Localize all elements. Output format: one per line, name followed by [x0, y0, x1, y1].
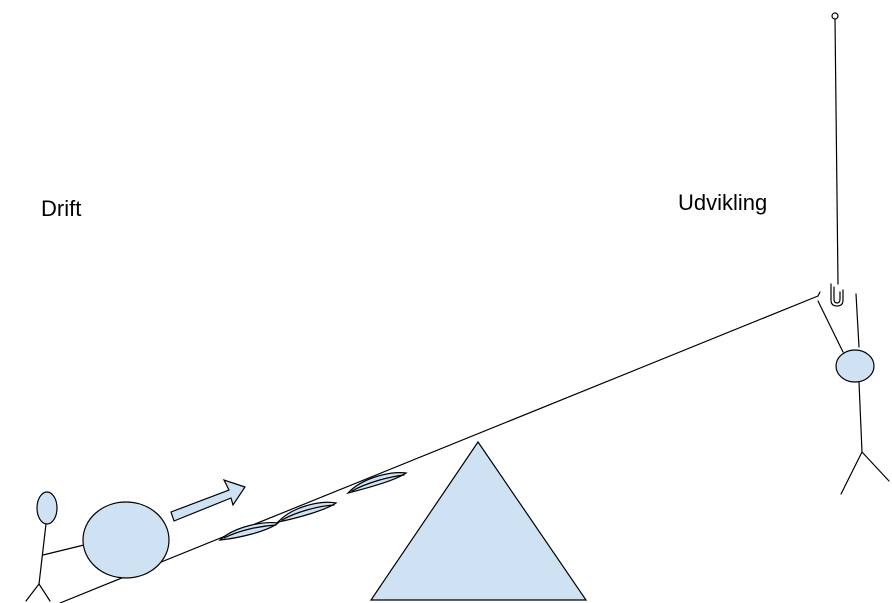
- pebble-line: [223, 524, 277, 539]
- right-figure-arm-right: [855, 293, 860, 348]
- pebbles: [218, 472, 408, 541]
- left-stick-figure: [25, 491, 85, 602]
- boulder: [82, 501, 170, 579]
- pebble: [218, 522, 280, 541]
- label-udvikling: Udvikling: [678, 190, 768, 215]
- right-figure-body: [858, 381, 863, 453]
- pebble: [276, 501, 338, 523]
- pebble-line: [281, 504, 335, 521]
- right-figure-head: [835, 349, 875, 383]
- left-figure-leg-right: [38, 583, 51, 602]
- pebble-line: [351, 474, 405, 492]
- hook-loop: [830, 283, 844, 307]
- fulcrum-triangle: [369, 440, 588, 601]
- right-figure-leg-left: [840, 451, 863, 495]
- left-figure-leg-left: [25, 583, 40, 602]
- left-figure-body: [38, 523, 47, 585]
- crane-hook: [830, 12, 844, 307]
- right-stick-figure: [817, 293, 890, 495]
- pebble: [346, 472, 408, 495]
- left-figure-arm: [42, 544, 85, 556]
- hook-cable: [834, 18, 839, 285]
- hook-anchor: [831, 12, 839, 20]
- left-figure-head: [36, 491, 58, 525]
- hook-inner: [833, 286, 841, 304]
- right-figure-leg-right: [861, 451, 890, 482]
- seesaw-plank-edge: [817, 291, 821, 297]
- right-figure-arm-left: [817, 300, 844, 353]
- push-arrow: [170, 478, 246, 522]
- label-drift: Drift: [41, 196, 82, 221]
- seesaw-plank: [59, 295, 819, 603]
